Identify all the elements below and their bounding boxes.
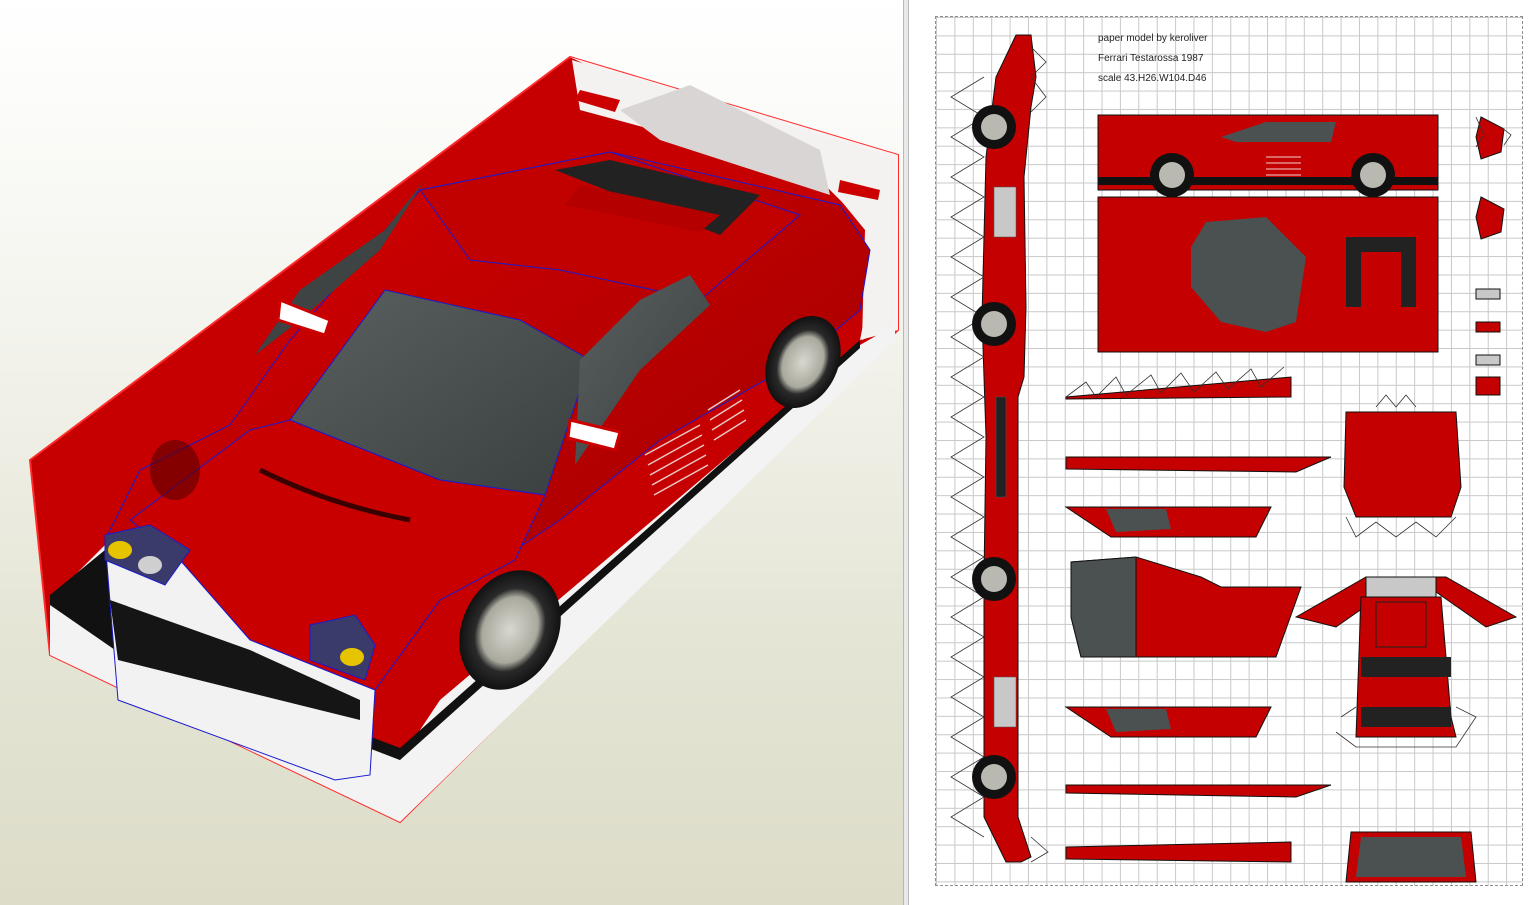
- part-rear-end[interactable]: [1294, 576, 1518, 748]
- part-side-strip[interactable]: [950, 34, 1049, 863]
- part-hood[interactable]: [1343, 394, 1462, 538]
- part-sill-strips[interactable]: [1064, 366, 1332, 863]
- pane-splitter[interactable]: [903, 0, 909, 905]
- 2d-layout-pane[interactable]: paper model by keroliver Ferrari Testaro…: [909, 0, 1540, 905]
- scale-text: scale 43.H26.W104.D46: [1098, 73, 1207, 84]
- wheel-rear-3d: [765, 316, 841, 408]
- part-top-view[interactable]: [1097, 196, 1439, 353]
- part-side-profile[interactable]: [1097, 114, 1439, 197]
- model-name-text: Ferrari Testarossa 1987: [1098, 53, 1204, 64]
- 3d-model-canvas[interactable]: [0, 0, 903, 905]
- car-body-3d: [104, 85, 880, 781]
- part-rear-window[interactable]: [1345, 831, 1477, 883]
- wheel-front-hidden-3d: [150, 440, 200, 500]
- part-mirrors[interactable]: [1475, 116, 1512, 396]
- wheel-front-3d: [459, 570, 561, 690]
- print-sheet: paper model by keroliver Ferrari Testaro…: [935, 16, 1523, 886]
- 3d-view-pane[interactable]: [0, 0, 903, 905]
- unfolded-parts[interactable]: [936, 17, 1524, 887]
- credit-text: paper model by keroliver: [1098, 33, 1208, 44]
